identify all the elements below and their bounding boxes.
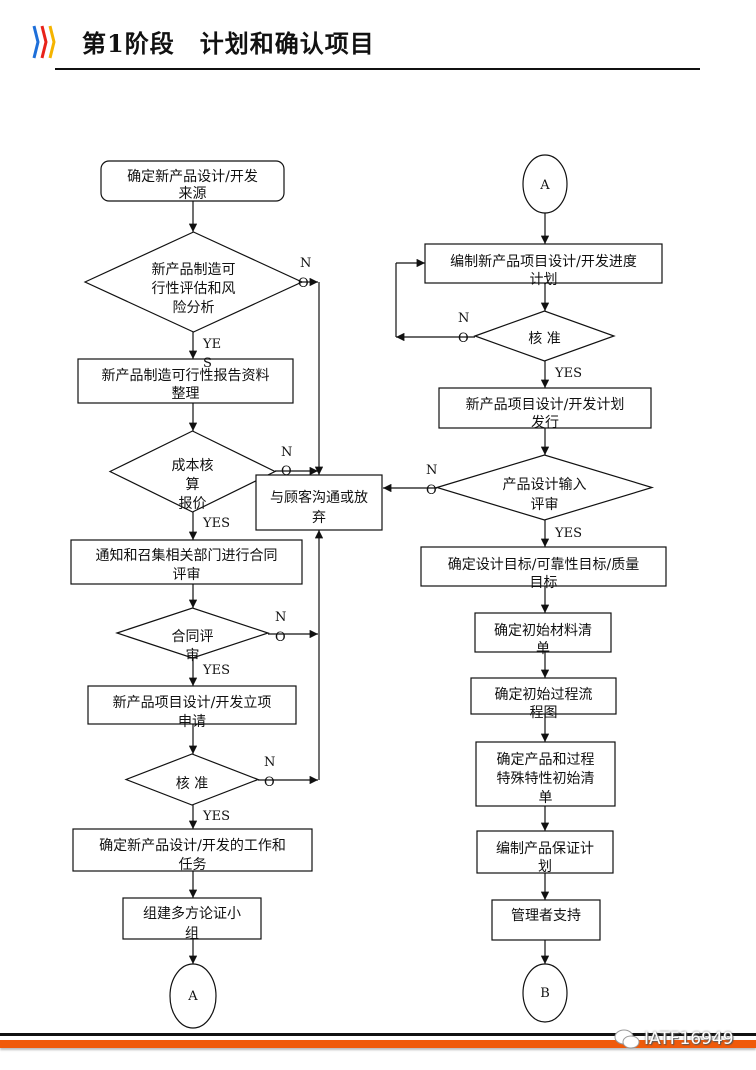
right-process-flow-box [470, 677, 617, 715]
branch-label-yes: YES [202, 663, 230, 678]
branch-label-o: O [298, 276, 309, 291]
left-apply-box [87, 685, 297, 725]
watermark-text: IATF16949 [644, 1029, 734, 1049]
right-connector-in-connector [522, 154, 568, 214]
right-special-box [475, 741, 616, 807]
left-customer-text: 弃 [312, 510, 326, 526]
left-notify-box [70, 539, 303, 585]
left-report-text: 整理 [172, 386, 200, 402]
right-management-text: 管理者支持 [511, 908, 581, 924]
left-costing-text: 算 [186, 477, 200, 493]
wechat-icon [614, 1029, 640, 1049]
right-materials-text: 单 [536, 641, 550, 657]
branch-label-o: O [275, 630, 286, 645]
branch-label-yes: YES [202, 516, 230, 531]
right-assurance-text: 编制产品保证计 [496, 841, 594, 857]
left-contract-decision [115, 607, 270, 659]
branch-label-o: O [458, 331, 469, 346]
footer-divider [0, 1033, 756, 1036]
right-targets-text: 确定设计目标/可靠性目标/质量 [448, 557, 639, 573]
right-approve-decision [473, 310, 616, 362]
left-approve-text: 核 准 [176, 776, 208, 792]
left-team-text: 组 [185, 926, 199, 942]
right-process-flow-text: 确定初始过程流 [495, 686, 593, 703]
left-feasibility-text: 新产品制造可 [152, 262, 236, 278]
right-approve-text: 核 准 [528, 331, 560, 347]
left-costing-text: 报价 [179, 496, 207, 512]
branch-label-yes: YES [202, 809, 230, 824]
branch-label-s: S [203, 356, 212, 371]
right-assurance-box [476, 830, 614, 874]
left-customer-box [255, 474, 383, 531]
left-contract-text: 审 [186, 648, 200, 664]
right-connector-in-text: A [539, 178, 550, 193]
branch-label-n: N [281, 445, 292, 460]
left-apply-text: 申请 [178, 714, 206, 730]
page-title: 第1阶段 计划和确认项目 [82, 29, 375, 58]
left-feasibility-decision [83, 231, 304, 333]
branch-label-o: O [264, 775, 275, 790]
right-process-flow-text: 程图 [530, 705, 558, 721]
branch-label-yes: YES [554, 526, 582, 541]
left-tasks-box [72, 828, 313, 872]
left-tasks-text: 确定新产品设计/开发的工作和 [99, 838, 286, 854]
left-apply-text: 新产品项目设计/开发立项 [113, 695, 272, 711]
branch-label-o: O [426, 483, 437, 498]
right-connector-out-connector [522, 963, 568, 1023]
left-approve-decision [124, 753, 260, 806]
right-assurance-text: 划 [538, 859, 552, 875]
left-feasibility-text: 行性评估和风 [152, 281, 236, 297]
chevron-logo-icon [32, 25, 56, 59]
left-contract-text: 合同评 [172, 629, 214, 645]
footer-band [0, 1040, 756, 1048]
right-connector-out-text: B [540, 986, 550, 1001]
right-management-box [491, 899, 601, 941]
branch-label-n: N [275, 610, 286, 625]
branch-label-ye: YE [202, 337, 221, 352]
right-release-text: 新产品项目设计/开发计划 [466, 397, 625, 413]
left-notify-text: 通知和召集相关部门进行合同 [96, 547, 278, 564]
branch-label-n: N [458, 311, 469, 326]
left-customer-text: 与顾客沟通或放 [270, 489, 368, 506]
left-tasks-text: 任务 [179, 857, 207, 873]
left-source-text: 来源 [179, 186, 207, 202]
left-notify-text: 评审 [173, 567, 201, 583]
right-targets-box [420, 546, 667, 587]
left-costing-decision [108, 430, 277, 513]
right-special-text: 特殊特性初始清 [497, 770, 595, 787]
watermark: IATF16949 [614, 1028, 734, 1050]
left-source-box [100, 160, 285, 202]
left-team-box [122, 897, 262, 940]
right-release-text: 发行 [531, 415, 559, 431]
left-connector-connector [169, 963, 217, 1029]
left-report-box [77, 358, 294, 404]
right-materials-box [474, 612, 612, 653]
right-targets-text: 目标 [530, 575, 558, 591]
right-input-review-decision [434, 454, 655, 521]
branch-label-n: N [264, 755, 275, 770]
branch-label-yes: YES [554, 366, 582, 381]
right-special-text: 单 [539, 790, 553, 806]
left-source-text: 确定新产品设计/开发 [127, 169, 258, 185]
branch-label-o: O [281, 464, 292, 479]
left-report-text: 新产品制造可行性报告资料 [102, 368, 270, 384]
branch-label-n: N [300, 256, 311, 271]
left-connector-text: A [187, 989, 198, 1004]
right-schedule-box [424, 243, 663, 284]
right-special-text: 确定产品和过程 [497, 752, 595, 768]
right-schedule-text: 编制新产品项目设计/开发进度 [450, 254, 637, 270]
left-costing-text: 成本核 [172, 458, 214, 474]
left-team-text: 组建多方论证小 [143, 905, 241, 922]
right-materials-text: 确定初始材料清 [494, 622, 592, 639]
header-divider [55, 68, 700, 70]
right-input-review-text: 产品设计输入 [503, 477, 587, 493]
right-input-review-text: 评审 [531, 497, 559, 513]
right-schedule-text: 计划 [530, 272, 558, 288]
branch-label-n: N [426, 463, 437, 478]
left-feasibility-text: 险分析 [173, 300, 215, 316]
right-release-box [438, 387, 652, 429]
